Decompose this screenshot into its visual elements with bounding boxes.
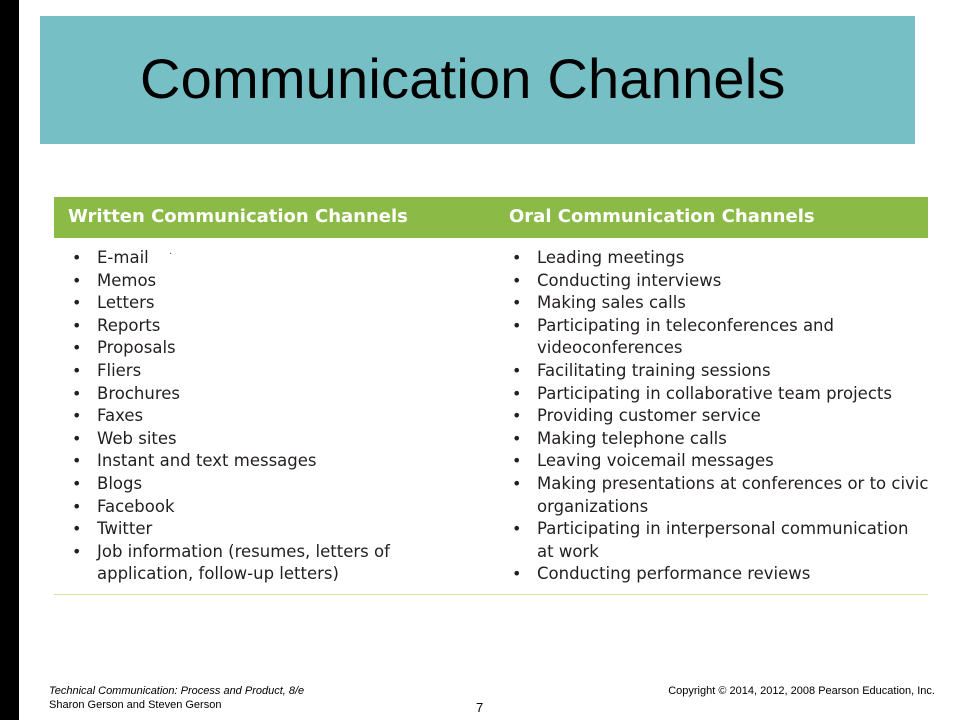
table-header: Written Communication Channels Oral Comm… <box>54 197 928 238</box>
list-item: Blogs <box>72 473 427 496</box>
list-item: Making telephone calls <box>512 428 932 451</box>
table-bottom-rule <box>54 594 928 595</box>
list-item: Participating in teleconferences and <box>512 315 932 338</box>
list-item: Facilitating training sessions <box>512 360 932 383</box>
footer-authors: Sharon Gerson and Steven Gerson <box>49 699 222 711</box>
list-item: Participating in interpersonal communica… <box>512 518 932 541</box>
list-item: Memos <box>72 270 427 293</box>
list-item: Faxes <box>72 405 427 428</box>
list-item: Fliers <box>72 360 427 383</box>
list-item: Brochures <box>72 383 427 406</box>
list-item: Making presentations at conferences or t… <box>512 473 932 496</box>
list-item: Making sales calls <box>512 292 932 315</box>
footer-copyright: Copyright © 2014, 2012, 2008 Pearson Edu… <box>668 685 935 697</box>
list-item: Proposals <box>72 337 427 360</box>
list-item: Instant and text messages <box>72 450 427 473</box>
list-item: Leaving voicemail messages <box>512 450 932 473</box>
list-item: Job information (resumes, letters of <box>72 541 427 564</box>
list-item-continuation: videoconferences <box>537 338 683 358</box>
list-item: Providing customer service <box>512 405 932 428</box>
oral-channels-header: Oral Communication Channels <box>509 206 815 227</box>
list-item-continuation: at work <box>537 541 599 561</box>
list-item-continuation: application, follow-up letters) <box>97 564 339 584</box>
footer-book-title: Technical Communication: Process and Pro… <box>49 685 305 697</box>
slide-title: Communication Channels <box>140 47 786 110</box>
footer-citation: Technical Communication: Process and Pro… <box>49 684 304 712</box>
list-item: Leading meetings <box>512 247 932 270</box>
written-channels-list: E-mail Memos Letters Reports Proposals F… <box>72 247 427 586</box>
list-item: Reports <box>72 315 427 338</box>
title-band: Communication Channels <box>40 16 915 144</box>
list-item: Conducting interviews <box>512 270 932 293</box>
written-channels-header: Written Communication Channels <box>68 206 408 227</box>
list-item: Participating in collaborative team proj… <box>512 383 932 406</box>
list-item-continuation: organizations <box>537 496 649 516</box>
list-item: Facebook <box>72 496 427 519</box>
oral-channels-list: Leading meetings Conducting interviews M… <box>512 247 932 586</box>
list-item: Twitter <box>72 518 427 541</box>
left-accent-bar <box>0 0 19 720</box>
list-item: Letters <box>72 292 427 315</box>
list-item: E-mail <box>72 247 427 270</box>
list-item: Web sites <box>72 428 427 451</box>
list-item: Conducting performance reviews <box>512 563 932 586</box>
page-number: 7 <box>476 700 484 715</box>
